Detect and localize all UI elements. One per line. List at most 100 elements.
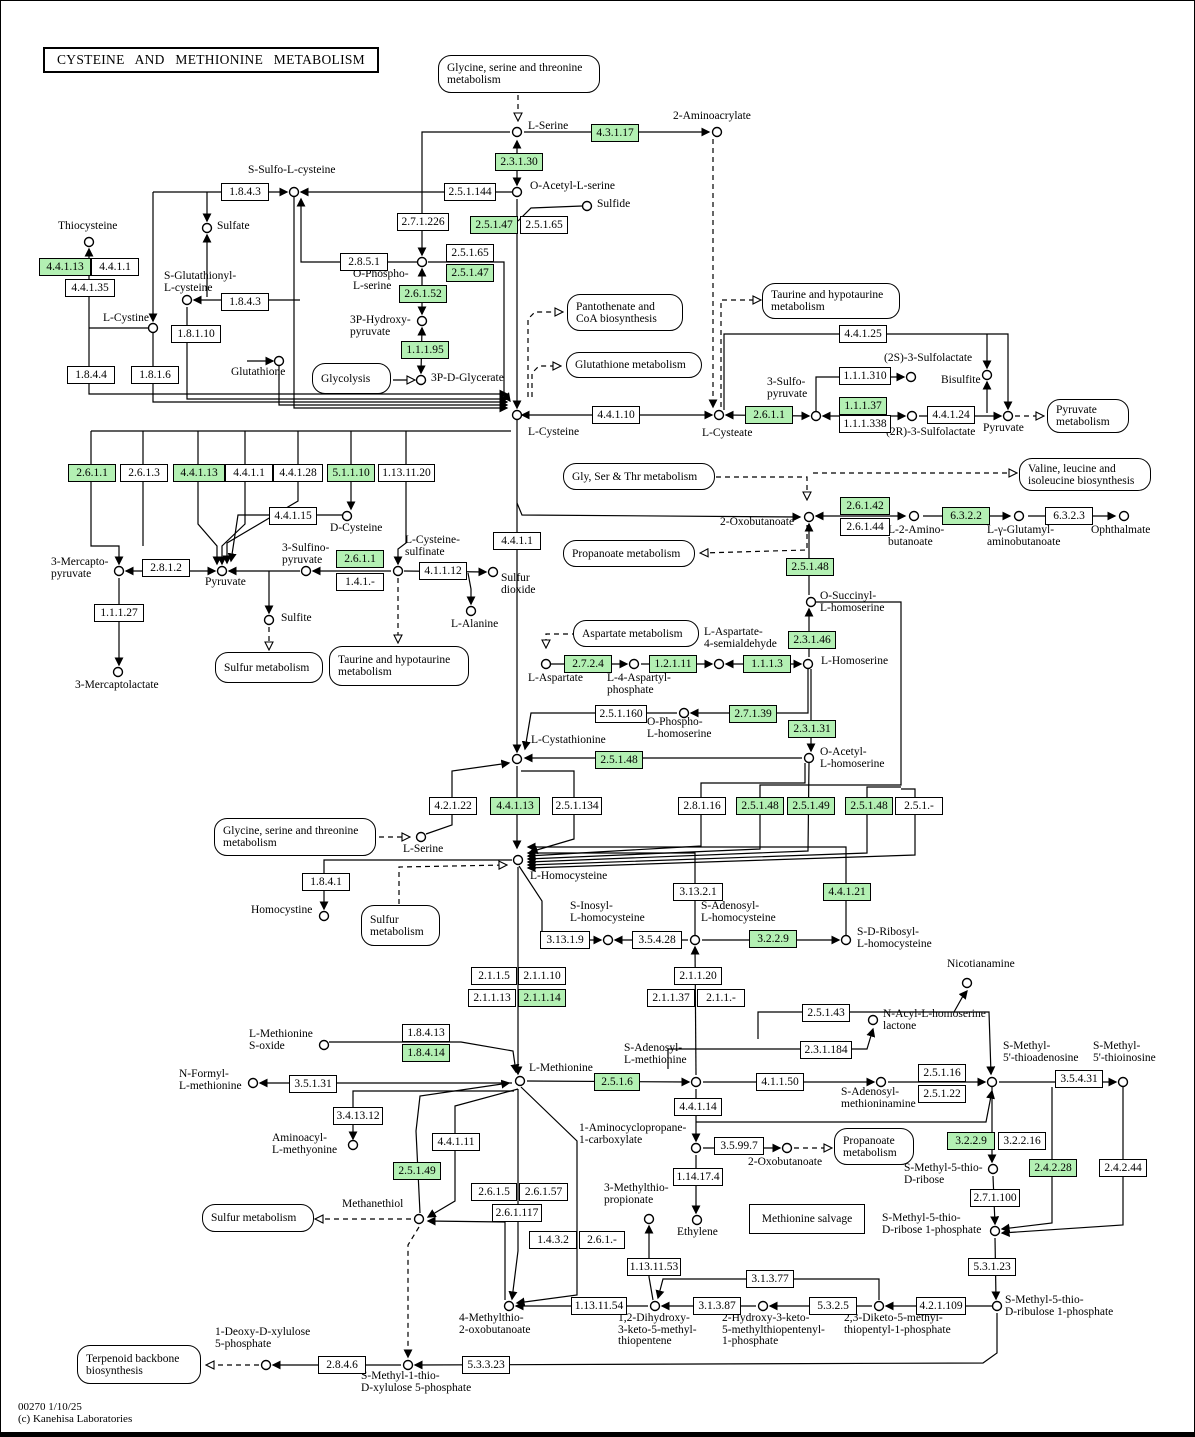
metabolite-node-5[interactable]: [201, 222, 213, 234]
enzyme-box-2.5.1.48[interactable]: 2.5.1.48: [736, 797, 784, 815]
metabolite-node-39[interactable]: [511, 753, 523, 765]
pathway-link-box[interactable]: Propanoate metabolism: [834, 1128, 914, 1165]
metabolite-node-57[interactable]: [690, 1142, 702, 1154]
metabolite-node-45[interactable]: [689, 934, 701, 946]
enzyme-box-1.14.17.4[interactable]: 1.14.17.4: [673, 1168, 723, 1186]
enzyme-box-4.4.1.15[interactable]: 4.4.1.15: [269, 507, 317, 525]
metabolite-node-10[interactable]: [415, 374, 427, 386]
enzyme-box-2.6.1.-[interactable]: 2.6.1.-: [579, 1231, 625, 1249]
enzyme-box-3.5.99.7[interactable]: 3.5.99.7: [714, 1137, 764, 1155]
enzyme-box-2.6.1.1[interactable]: 2.6.1.1: [68, 464, 116, 482]
metabolite-node-20[interactable]: [803, 511, 815, 523]
enzyme-box-1.8.4.4[interactable]: 1.8.4.4: [67, 366, 115, 384]
metabolite-node-9[interactable]: [273, 355, 285, 367]
metabolite-node-40[interactable]: [803, 752, 815, 764]
enzyme-box-4.1.1.50[interactable]: 4.1.1.50: [756, 1073, 804, 1091]
enzyme-box-4.4.1.13[interactable]: 4.4.1.13: [490, 797, 540, 815]
enzyme-box-6.3.2.3[interactable]: 6.3.2.3: [1045, 507, 1093, 525]
enzyme-box-1.8.4.14[interactable]: 1.8.4.14: [402, 1044, 450, 1062]
metabolite-node-30[interactable]: [465, 605, 477, 617]
metabolite-node-48[interactable]: [867, 1014, 879, 1026]
enzyme-box-3.1.3.77[interactable]: 3.1.3.77: [746, 1270, 794, 1288]
enzyme-box-2.5.1.48[interactable]: 2.5.1.48: [845, 797, 893, 815]
metabolite-node-38[interactable]: [678, 707, 690, 719]
metabolite-node-51[interactable]: [247, 1077, 259, 1089]
enzyme-box-2.3.1.31[interactable]: 2.3.1.31: [788, 720, 836, 738]
metabolite-node-50[interactable]: [514, 1075, 526, 1087]
metabolite-node-42[interactable]: [318, 910, 330, 922]
metabolite-node-69[interactable]: [402, 1359, 414, 1371]
enzyme-box-1.1.1.37[interactable]: 1.1.1.37: [839, 397, 887, 415]
pathway-link-box[interactable]: Glycine, serine and threonine metabolism: [438, 55, 600, 93]
metabolite-node-37[interactable]: [713, 658, 725, 670]
metabolite-node-41[interactable]: [415, 831, 427, 843]
pathway-link-box[interactable]: Glutathione metabolism: [566, 352, 702, 378]
enzyme-box-2.5.1.6[interactable]: 2.5.1.6: [594, 1073, 640, 1091]
enzyme-box-2.5.1.49[interactable]: 2.5.1.49: [393, 1162, 441, 1180]
enzyme-box-2.6.1.117[interactable]: 2.6.1.117: [492, 1204, 542, 1222]
enzyme-box-2.8.5.1[interactable]: 2.8.5.1: [340, 253, 388, 271]
metabolite-node-2[interactable]: [511, 186, 523, 198]
enzyme-box-4.4.1.24[interactable]: 4.4.1.24: [927, 406, 975, 424]
metabolite-node-54[interactable]: [875, 1076, 887, 1088]
metabolite-node-22[interactable]: [1013, 510, 1025, 522]
enzyme-box-2.6.1.57[interactable]: 2.6.1.57: [519, 1183, 568, 1201]
enzyme-box-4.1.1.12[interactable]: 4.1.1.12: [419, 562, 467, 580]
metabolite-node-14[interactable]: [713, 409, 725, 421]
enzyme-box-2.1.1.-[interactable]: 2.1.1.-: [697, 989, 745, 1007]
enzyme-box-2.6.1.5[interactable]: 2.6.1.5: [471, 1183, 517, 1201]
metabolite-node-25[interactable]: [216, 565, 228, 577]
enzyme-box-4.3.1.17[interactable]: 4.3.1.17: [591, 124, 639, 142]
pathway-link-box[interactable]: Taurine and hypotaurine metabolism: [762, 283, 900, 319]
enzyme-box-2.5.1.65[interactable]: 2.5.1.65: [520, 216, 568, 234]
metabolite-node-33[interactable]: [805, 596, 817, 608]
pathway-link-box[interactable]: Sulfur metabolism: [202, 1204, 314, 1232]
enzyme-box-4.4.1.1[interactable]: 4.4.1.1: [225, 464, 273, 482]
enzyme-box-2.5.1.43[interactable]: 2.5.1.43: [802, 1004, 850, 1022]
enzyme-box-2.6.1.52[interactable]: 2.6.1.52: [399, 285, 447, 303]
metabolite-node-56[interactable]: [1117, 1076, 1129, 1088]
metabolite-node-61[interactable]: [413, 1213, 425, 1225]
metabolite-node-16[interactable]: [905, 371, 917, 383]
enzyme-box-3.4.13.12[interactable]: 3.4.13.12: [333, 1107, 383, 1125]
metabolite-node-65[interactable]: [873, 1300, 885, 1312]
metabolite-node-31[interactable]: [263, 614, 275, 626]
metabolite-node-11[interactable]: [416, 256, 428, 268]
enzyme-box-2.5.1.47[interactable]: 2.5.1.47: [470, 216, 518, 234]
enzyme-box-6.3.2.2[interactable]: 6.3.2.2: [942, 507, 990, 525]
metabolite-node-34[interactable]: [802, 658, 814, 670]
enzyme-box-4.2.1.109[interactable]: 4.2.1.109: [916, 1297, 966, 1315]
enzyme-box-3.2.2.9[interactable]: 3.2.2.9: [749, 930, 797, 948]
metabolite-node-43[interactable]: [512, 854, 524, 866]
enzyme-box-5.3.3.23[interactable]: 5.3.3.23: [462, 1356, 510, 1374]
enzyme-box-1.1.1.338[interactable]: 1.1.1.338: [839, 415, 891, 433]
metabolite-node-66[interactable]: [757, 1300, 769, 1312]
enzyme-box-1.8.1.6[interactable]: 1.8.1.6: [131, 366, 179, 384]
enzyme-box-2.1.1.20[interactable]: 2.1.1.20: [674, 967, 722, 985]
enzyme-box-3.5.4.31[interactable]: 3.5.4.31: [1055, 1070, 1103, 1088]
enzyme-box-4.4.1.13[interactable]: 4.4.1.13: [39, 258, 91, 276]
enzyme-box-2.5.1.134[interactable]: 2.5.1.134: [552, 797, 602, 815]
enzyme-box-2.4.2.44[interactable]: 2.4.2.44: [1099, 1159, 1147, 1177]
metabolite-node-58[interactable]: [781, 1142, 793, 1154]
pathway-link-box[interactable]: Methionine salvage: [749, 1204, 865, 1234]
metabolite-node-55[interactable]: [986, 1076, 998, 1088]
metabolite-node-27[interactable]: [341, 510, 353, 522]
enzyme-box-2.6.1.42[interactable]: 2.6.1.42: [840, 497, 890, 515]
metabolite-node-32[interactable]: [112, 666, 124, 678]
metabolite-node-7[interactable]: [147, 322, 159, 334]
pathway-link-box[interactable]: Sulfur metabolism: [361, 905, 440, 946]
metabolite-node-17[interactable]: [981, 369, 993, 381]
enzyme-box-2.5.1.65[interactable]: 2.5.1.65: [446, 244, 494, 262]
enzyme-box-2.7.1.226[interactable]: 2.7.1.226: [397, 213, 449, 231]
metabolite-node-52[interactable]: [347, 1139, 359, 1151]
enzyme-box-2.8.1.2[interactable]: 2.8.1.2: [142, 559, 190, 577]
enzyme-box-5.1.1.10[interactable]: 5.1.1.10: [327, 464, 375, 482]
metabolite-node-62[interactable]: [987, 1163, 999, 1175]
enzyme-box-1.1.1.27[interactable]: 1.1.1.27: [94, 604, 144, 622]
metabolite-node-63[interactable]: [989, 1225, 1001, 1237]
enzyme-box-2.5.1.-[interactable]: 2.5.1.-: [895, 797, 943, 815]
pathway-link-box[interactable]: Aspartate metabolism: [573, 620, 699, 647]
enzyme-box-4.2.1.22[interactable]: 4.2.1.22: [429, 797, 477, 815]
enzyme-box-2.8.4.6[interactable]: 2.8.4.6: [318, 1356, 366, 1374]
